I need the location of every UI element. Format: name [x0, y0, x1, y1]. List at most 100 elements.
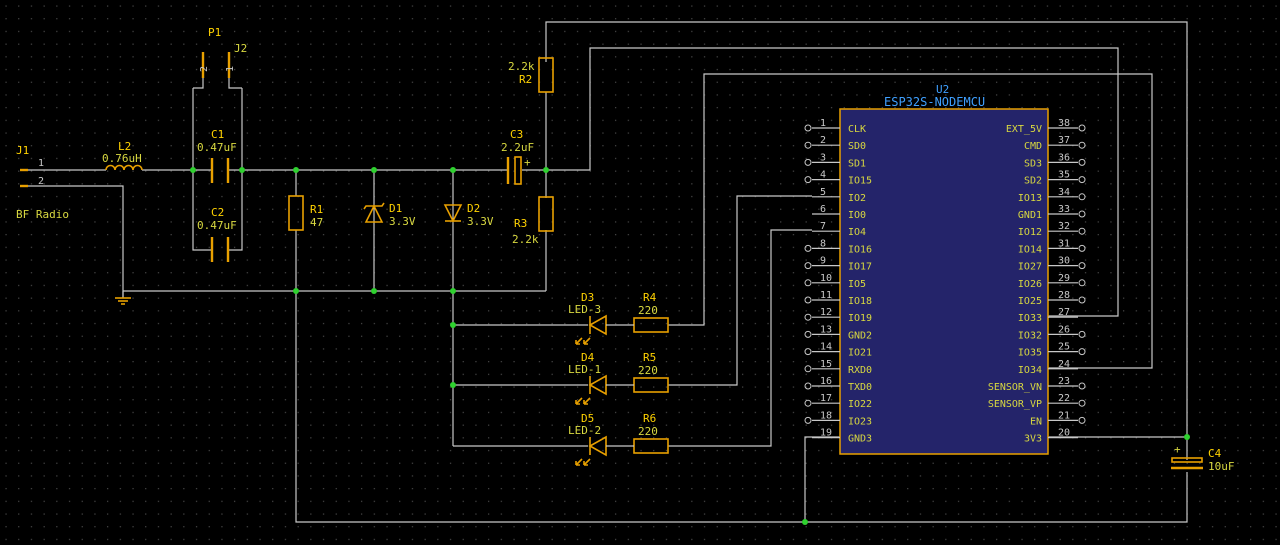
capacitor-c2[interactable]: C2 0.47uF: [197, 206, 237, 262]
u2-pin-name: GND1: [1018, 210, 1042, 221]
resistor-r3[interactable]: R3 2.2k: [512, 196, 554, 246]
u2-pin-name: IO22: [848, 399, 872, 410]
ic-u2[interactable]: U2 ESP32S-NODEMCU 1CLK2SD03SD14IO155IO26…: [804, 83, 1086, 455]
wire-r2-top: [545, 21, 1188, 437]
j1-value: BF Radio: [16, 208, 69, 221]
u2-pin-number: 14: [820, 342, 832, 353]
wire-c-right: [228, 88, 243, 251]
resistor-r1[interactable]: R1 47: [288, 195, 323, 231]
u2-pin-number: 5: [820, 187, 826, 198]
u2-pin-number: 23: [1058, 376, 1070, 387]
u2-pin-name: SENSOR_VN: [988, 382, 1042, 393]
p1-ref: P1: [208, 26, 221, 39]
j1-pin-2: 2: [38, 176, 44, 187]
u2-pin-name: TXD0: [848, 382, 872, 393]
u2-pin-name: GND3: [848, 434, 872, 445]
wire-p1-left: [193, 78, 204, 89]
r1-value: 47: [310, 216, 323, 229]
wire-r5-io: [668, 195, 812, 386]
u2-pin-name: SD2: [1024, 176, 1042, 187]
u2-pin-number: 22: [1058, 393, 1070, 404]
resistor-r2[interactable]: 2.2k R2: [508, 57, 554, 93]
u2-pin-name: CMD: [1024, 141, 1042, 152]
c4-value: 10uF: [1208, 460, 1235, 473]
u2-pin-name: IO34: [1018, 365, 1042, 376]
u2-pin-number: 16: [820, 376, 832, 387]
r5-value: 220: [638, 364, 658, 377]
u2-pin-number: 8: [820, 238, 826, 249]
j1-pin-1: 1: [38, 158, 44, 169]
c2-value: 0.47uF: [197, 219, 237, 232]
u2-pin-name: IO14: [1018, 244, 1042, 255]
u2-ref: U2: [936, 83, 949, 96]
u2-pin-name: SD3: [1024, 158, 1042, 169]
connector-j1[interactable]: J1 1 2 BF Radio: [16, 144, 69, 221]
capacitor-c1[interactable]: C1 0.47uF: [197, 128, 237, 183]
u2-pin-number: 28: [1058, 290, 1070, 301]
r6-ref: R6: [643, 412, 656, 425]
u2-pin-number: 9: [820, 256, 826, 267]
led-d4[interactable]: D4 LED-1: [568, 351, 607, 405]
u2-body[interactable]: [839, 108, 1049, 455]
u2-pin-number: 20: [1058, 428, 1070, 439]
u2-pin-number: 18: [820, 410, 832, 421]
capacitor-c3[interactable]: C3 2.2uF +: [501, 128, 534, 185]
u2-pin-name: IO27: [1018, 262, 1042, 273]
r3-ref: R3: [514, 217, 527, 230]
resistor-r5[interactable]: R5 220: [633, 351, 669, 393]
d2-value: 3.3V: [467, 215, 494, 228]
diode-d2[interactable]: D2 3.3V: [443, 202, 494, 228]
d4-ref: D4: [581, 351, 595, 364]
r2-value: 2.2k: [508, 60, 535, 73]
capacitor-c4[interactable]: + C4 10uF: [1171, 443, 1235, 473]
p1-value: J2: [234, 42, 247, 55]
u2-pin-name: IO32: [1018, 330, 1042, 341]
zener-d1[interactable]: D1 3.3V: [363, 202, 416, 228]
u2-pin-number: 10: [820, 273, 832, 284]
inductor-l2[interactable]: L2 0.76uH: [102, 140, 143, 171]
junctions: [190, 167, 1190, 525]
connector-p1[interactable]: P1 J2 2 1: [199, 26, 247, 78]
u2-pin-number: 3: [820, 152, 826, 163]
u2-pin-name: IO12: [1018, 227, 1042, 238]
